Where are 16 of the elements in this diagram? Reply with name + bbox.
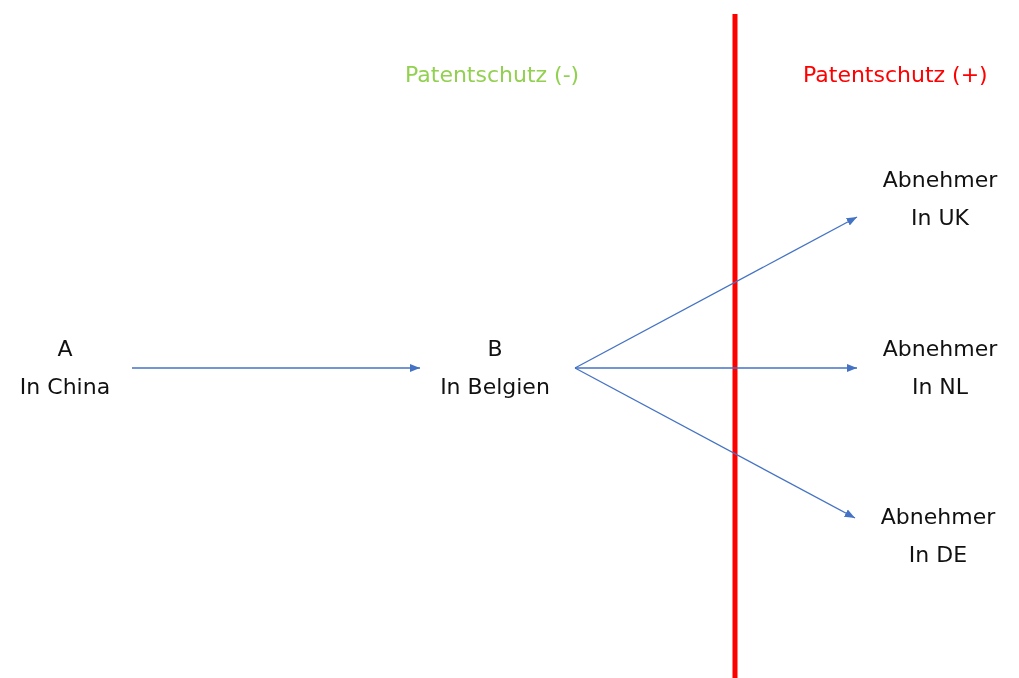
region-label: Patentschutz (-) [405,62,580,87]
node-text: In Belgien [440,373,550,401]
node-text: A [57,335,73,363]
node-text: B [487,335,503,363]
arrow [574,216,858,369]
node-text: In UK [911,204,969,232]
node-text: In NL [911,373,969,401]
node-text: In China [19,373,111,401]
node-text: Abnehmer [882,335,998,363]
region-label: Patentschutz (+) [803,62,988,87]
node-text: Abnehmer [880,503,996,531]
arrow [574,363,858,373]
node-text: In DE [908,541,968,569]
arrow [574,367,856,519]
node-text: Abnehmer [882,166,998,194]
arrow [131,363,421,373]
